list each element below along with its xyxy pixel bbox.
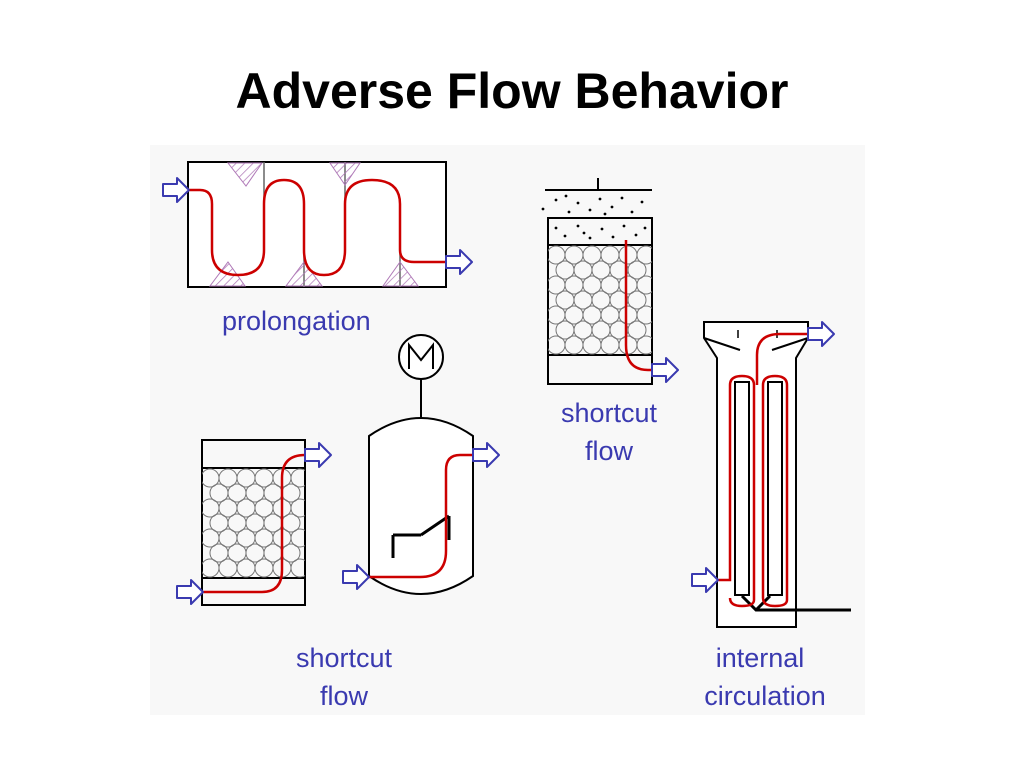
flow-path bbox=[188, 178, 446, 277]
dead-zone-hatch bbox=[329, 162, 361, 186]
stirred-tank bbox=[368, 334, 474, 595]
label-internal-line2: circulation bbox=[704, 681, 826, 711]
flow-path bbox=[369, 453, 473, 579]
diagram-canvas: prolongation shortcut flow bbox=[150, 145, 865, 715]
label-shortcut-bottom-line1: shortcut bbox=[296, 643, 393, 673]
packed-bed-shortcut-bottom bbox=[201, 439, 306, 606]
draft-tube-reactor bbox=[703, 321, 851, 628]
dead-zone-hatch bbox=[226, 162, 263, 187]
flow-path bbox=[624, 240, 652, 372]
particles bbox=[541, 194, 647, 240]
label-prolongation: prolongation bbox=[222, 306, 371, 336]
flow-path bbox=[717, 374, 756, 608]
flow-behavior-diagram: prolongation shortcut flow bbox=[150, 145, 865, 715]
label-internal-line1: internal bbox=[716, 643, 805, 673]
prolongation-vessel bbox=[187, 161, 447, 288]
label-shortcut-bottom-line2: flow bbox=[320, 681, 369, 711]
dead-zone-hatch bbox=[382, 261, 419, 287]
label-shortcut-top-line1: shortcut bbox=[561, 398, 658, 428]
flow-path bbox=[202, 453, 306, 594]
slide-title: Adverse Flow Behavior bbox=[235, 63, 789, 119]
flow-path bbox=[755, 332, 808, 385]
dead-zone-hatch bbox=[285, 261, 323, 287]
label-shortcut-top-line2: flow bbox=[585, 436, 634, 466]
packed-bed-shortcut-top bbox=[541, 178, 653, 385]
motor-icon bbox=[398, 334, 444, 380]
flow-path bbox=[761, 374, 789, 608]
